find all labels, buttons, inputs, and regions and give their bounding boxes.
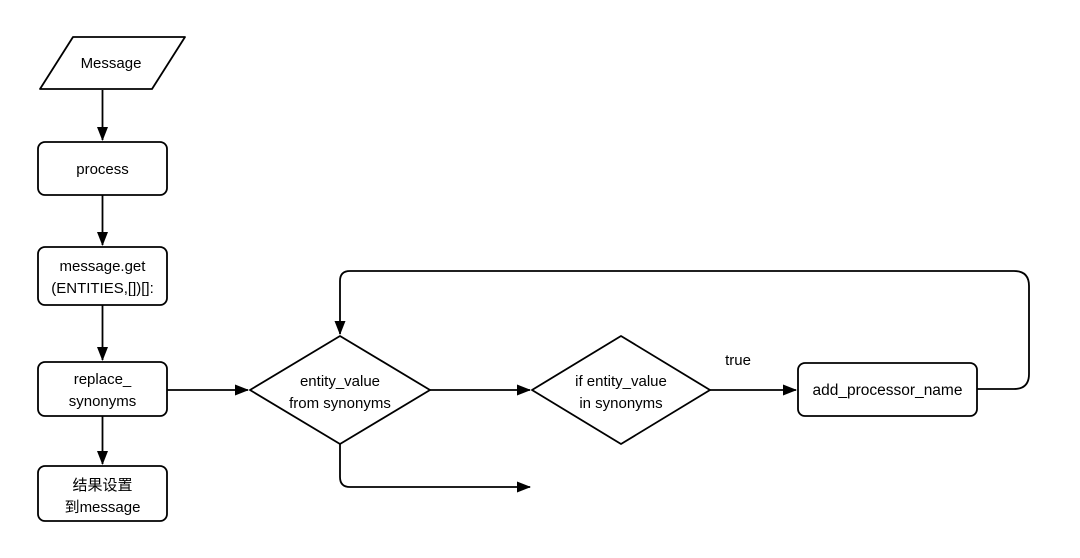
node-if-entity-value-in-synonyms-label-line1: if entity_value bbox=[575, 373, 667, 390]
edge-add-processor-loop-to-diamond1 bbox=[334, 270, 1030, 390]
node-entity-value-from-synonyms-label-line2: from synonyms bbox=[289, 395, 391, 412]
node-message-label: Message bbox=[81, 55, 142, 72]
node-message-get-label-line1: message.get bbox=[60, 258, 147, 275]
node-result-to-message-label-line2: 到message bbox=[65, 499, 141, 516]
edge-diamond1-bottom-exit bbox=[339, 444, 531, 493]
node-message-get-label-line2: (ENTITIES,[])[]: bbox=[51, 280, 154, 297]
node-replace-synonyms-label-line2: synonyms bbox=[69, 393, 137, 410]
node-process-label: process bbox=[76, 161, 129, 178]
node-replace-synonyms: replace_ synonyms bbox=[37, 361, 168, 417]
node-if-entity-value-in-synonyms-label-line2: in synonyms bbox=[579, 395, 662, 412]
node-replace-synonyms-shape bbox=[37, 361, 168, 417]
node-add-processor-name: add_processor_name bbox=[797, 362, 978, 417]
node-replace-synonyms-label-line1: replace_ bbox=[74, 371, 132, 388]
node-result-to-message-shape bbox=[37, 465, 168, 522]
node-add-processor-name-shape bbox=[797, 362, 978, 417]
edge-label-true: true bbox=[725, 352, 751, 369]
node-entity-value-from-synonyms-shape bbox=[249, 335, 431, 445]
node-if-entity-value-in-synonyms-shape bbox=[531, 335, 711, 445]
node-result-to-message-label-line1: 结果设置 bbox=[72, 477, 132, 494]
node-result-to-message: 结果设置 到message bbox=[37, 465, 168, 522]
node-add-processor-name-label: add_processor_name bbox=[813, 382, 963, 399]
node-message: Message bbox=[39, 36, 186, 90]
node-entity-value-from-synonyms-label-line1: entity_value bbox=[300, 373, 380, 390]
node-message-shape bbox=[39, 36, 186, 90]
node-message-get-shape bbox=[37, 246, 168, 306]
node-process: process bbox=[37, 141, 168, 196]
node-entity-value-from-synonyms: entity_value from synonyms bbox=[249, 335, 431, 445]
node-process-shape bbox=[37, 141, 168, 196]
node-if-entity-value-in-synonyms: if entity_value in synonyms bbox=[531, 335, 711, 445]
node-message-get: message.get (ENTITIES,[])[]: bbox=[37, 246, 168, 306]
